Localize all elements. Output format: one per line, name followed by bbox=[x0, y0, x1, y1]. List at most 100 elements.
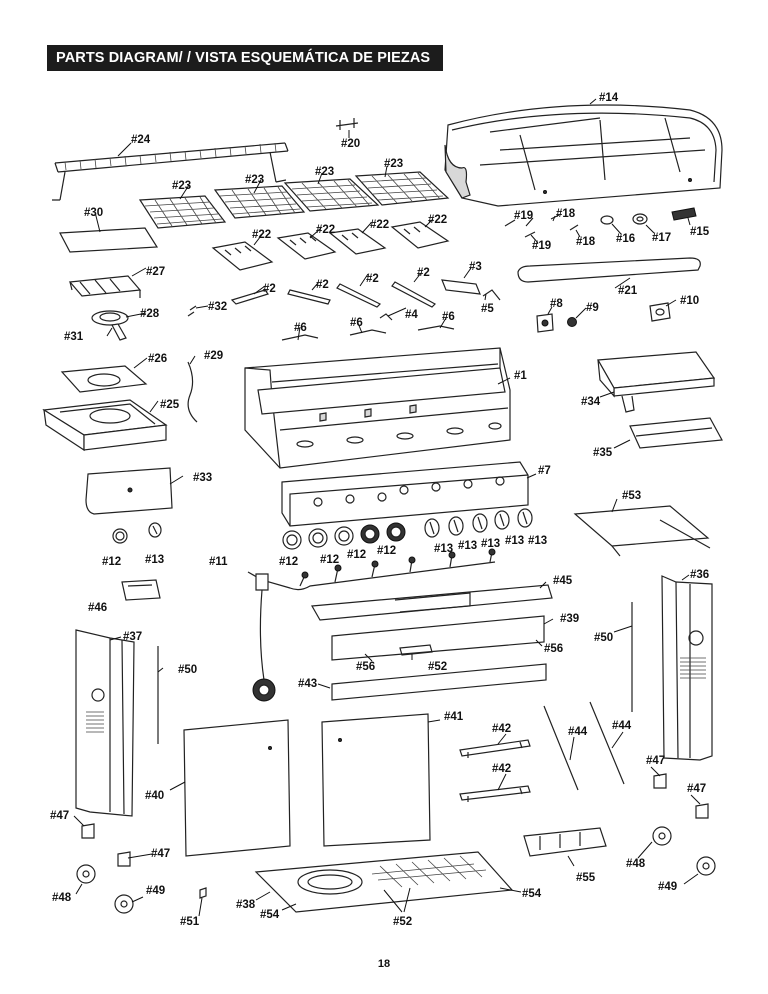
label-22: #22 bbox=[252, 229, 271, 241]
side-knobs bbox=[112, 522, 162, 544]
lid-part bbox=[444, 104, 723, 207]
label-22: #22 bbox=[428, 214, 447, 226]
left-side-panel-part bbox=[75, 629, 135, 817]
label-15: #15 bbox=[690, 226, 710, 238]
cooking-grates bbox=[138, 171, 450, 229]
label-31: #31 bbox=[64, 331, 84, 343]
label-56: #56 bbox=[544, 643, 563, 655]
label-32: #32 bbox=[208, 301, 227, 313]
label-6: #6 bbox=[294, 322, 307, 334]
label-35: #35 bbox=[593, 447, 613, 459]
label-52: #52 bbox=[393, 916, 412, 928]
cooking-grate-3 bbox=[283, 178, 380, 212]
burners bbox=[230, 279, 481, 308]
back-panel-part bbox=[573, 505, 711, 557]
label-47: #47 bbox=[646, 755, 665, 767]
lid-handle-part bbox=[517, 257, 701, 283]
side-burner-cover-part bbox=[59, 227, 159, 253]
label-2: #2 bbox=[417, 267, 430, 279]
label-13: #13 bbox=[481, 538, 500, 550]
left-door-part bbox=[183, 719, 291, 857]
label-49: #49 bbox=[146, 885, 165, 897]
label-20: #20 bbox=[341, 138, 360, 150]
label-6: #6 bbox=[442, 311, 455, 323]
label-3: #3 bbox=[469, 261, 482, 273]
rear-frame-rail-part bbox=[331, 663, 547, 701]
side-shelf-part bbox=[597, 351, 716, 413]
label-49: #49 bbox=[658, 881, 677, 893]
label-23: #23 bbox=[384, 158, 403, 170]
label-47: #47 bbox=[151, 848, 170, 860]
label-21: #21 bbox=[618, 285, 638, 297]
side-burner-housing-part bbox=[42, 399, 168, 452]
label-37: #37 bbox=[123, 631, 142, 643]
label-11: #11 bbox=[209, 556, 228, 568]
label-48: #48 bbox=[626, 858, 646, 870]
flame-tamers bbox=[211, 221, 450, 271]
label-19: #19 bbox=[532, 240, 551, 252]
label-23: #23 bbox=[245, 174, 264, 186]
side-burner-grate-part bbox=[68, 275, 142, 298]
label-13: #13 bbox=[434, 543, 453, 555]
label-18: #18 bbox=[576, 236, 596, 248]
firebox-part bbox=[244, 347, 511, 469]
label-2: #2 bbox=[263, 283, 276, 295]
warming-rack-part bbox=[52, 142, 289, 201]
label-42: #42 bbox=[492, 763, 511, 775]
label-12: #12 bbox=[347, 549, 366, 561]
grease-tray-part bbox=[311, 584, 553, 621]
crossover-tubes bbox=[281, 325, 455, 341]
label-12: #12 bbox=[320, 554, 339, 566]
label-34: #34 bbox=[581, 396, 601, 408]
label-17: #17 bbox=[652, 232, 671, 244]
label-13: #13 bbox=[505, 535, 524, 547]
main-knobs bbox=[282, 508, 533, 550]
label-24: #24 bbox=[131, 134, 151, 146]
knob-row-12 bbox=[282, 522, 406, 550]
label-53: #53 bbox=[622, 490, 641, 502]
page-title: PARTS DIAGRAM/ / VISTA ESQUEMÁTICA DE PI… bbox=[47, 45, 443, 71]
side-control-panel-part bbox=[85, 467, 173, 515]
label-22: #22 bbox=[370, 219, 389, 231]
label-38: #38 bbox=[236, 899, 256, 911]
label-19: #19 bbox=[514, 210, 533, 222]
label-29: #29 bbox=[204, 350, 223, 362]
label-22: #22 bbox=[316, 224, 335, 236]
flame-tamer-4 bbox=[390, 221, 450, 249]
manifold-regulator-part bbox=[247, 548, 496, 702]
label-10: #10 bbox=[680, 295, 699, 307]
label-44: #44 bbox=[568, 726, 588, 738]
flame-tamer-2 bbox=[276, 232, 337, 260]
part-labels: #24 #20 #23 #23 #23 #23 #14 #30 #19 #18 … bbox=[50, 92, 710, 928]
clip-part bbox=[335, 118, 359, 130]
page-number: 18 bbox=[377, 958, 391, 970]
label-36: #36 bbox=[690, 569, 709, 581]
label-51: #51 bbox=[180, 916, 200, 928]
casters bbox=[76, 773, 716, 914]
right-side-panel-part bbox=[661, 575, 713, 761]
label-23: #23 bbox=[315, 166, 334, 178]
label-40: #40 bbox=[145, 790, 164, 802]
label-9: #9 bbox=[586, 302, 599, 314]
label-13: #13 bbox=[458, 540, 477, 552]
control-panel-part bbox=[281, 461, 529, 527]
label-23: #23 bbox=[172, 180, 191, 192]
label-44: #44 bbox=[612, 720, 632, 732]
grease-cup-part bbox=[121, 579, 161, 601]
label-54: #54 bbox=[522, 888, 542, 900]
bottom-shelf-part bbox=[254, 851, 514, 913]
label-14: #14 bbox=[599, 92, 619, 104]
label-47: #47 bbox=[687, 783, 706, 795]
label-56: #56 bbox=[356, 661, 375, 673]
label-50: #50 bbox=[178, 664, 197, 676]
cooking-grate-2 bbox=[213, 185, 306, 219]
label-25: #25 bbox=[160, 399, 180, 411]
flame-tamer-1 bbox=[211, 241, 274, 271]
flame-tamer-3 bbox=[328, 228, 387, 255]
label-2: #2 bbox=[316, 279, 329, 291]
igniter-parts bbox=[536, 302, 671, 333]
label-28: #28 bbox=[140, 308, 160, 320]
label-5: #5 bbox=[481, 303, 494, 315]
label-50: #50 bbox=[594, 632, 613, 644]
